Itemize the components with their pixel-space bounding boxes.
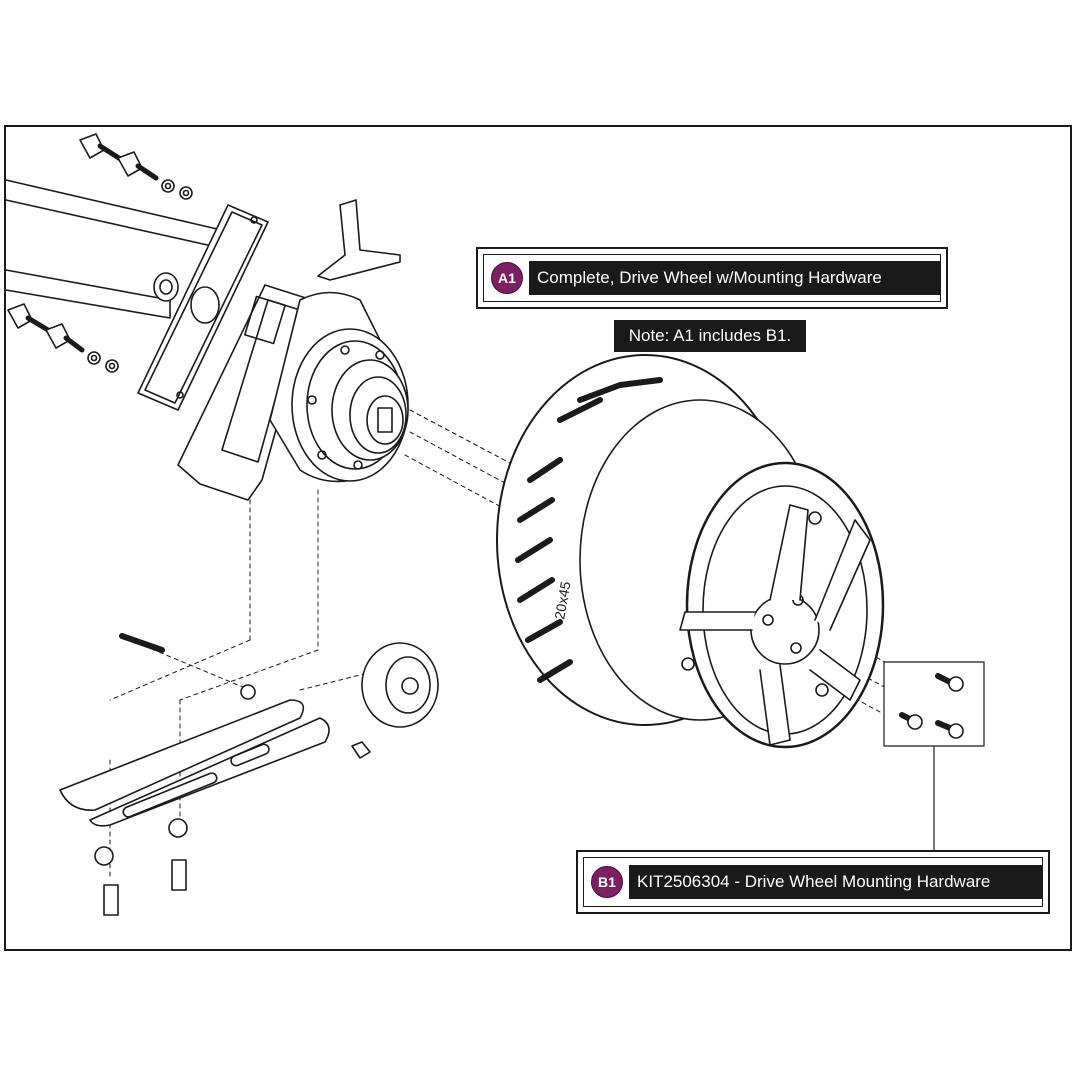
note-label: Note: A1 includes B1. — [614, 320, 806, 352]
tire-size-marking: 20x45 — [551, 580, 573, 621]
bolt-set-lower — [7, 303, 119, 373]
anti-tip-arm — [59, 633, 439, 916]
badge-b1: B1 — [591, 866, 623, 898]
badge-a1: A1 — [491, 262, 523, 294]
callout-a1-label: Complete, Drive Wheel w/Mounting Hardwar… — [529, 261, 940, 295]
mounting-bracket — [137, 204, 269, 411]
callout-a1: A1 Complete, Drive Wheel w/Mounting Hard… — [476, 247, 948, 309]
clip-part — [317, 199, 401, 281]
drive-wheel-rim — [679, 461, 885, 749]
callout-b1-label: KIT2506304 - Drive Wheel Mounting Hardwa… — [629, 865, 1042, 899]
motor-housing — [177, 284, 409, 501]
callout-b1: B1 KIT2506304 - Drive Wheel Mounting Har… — [576, 850, 1050, 914]
b1-hardware-box — [883, 661, 985, 747]
bolt-set-upper — [79, 133, 193, 200]
